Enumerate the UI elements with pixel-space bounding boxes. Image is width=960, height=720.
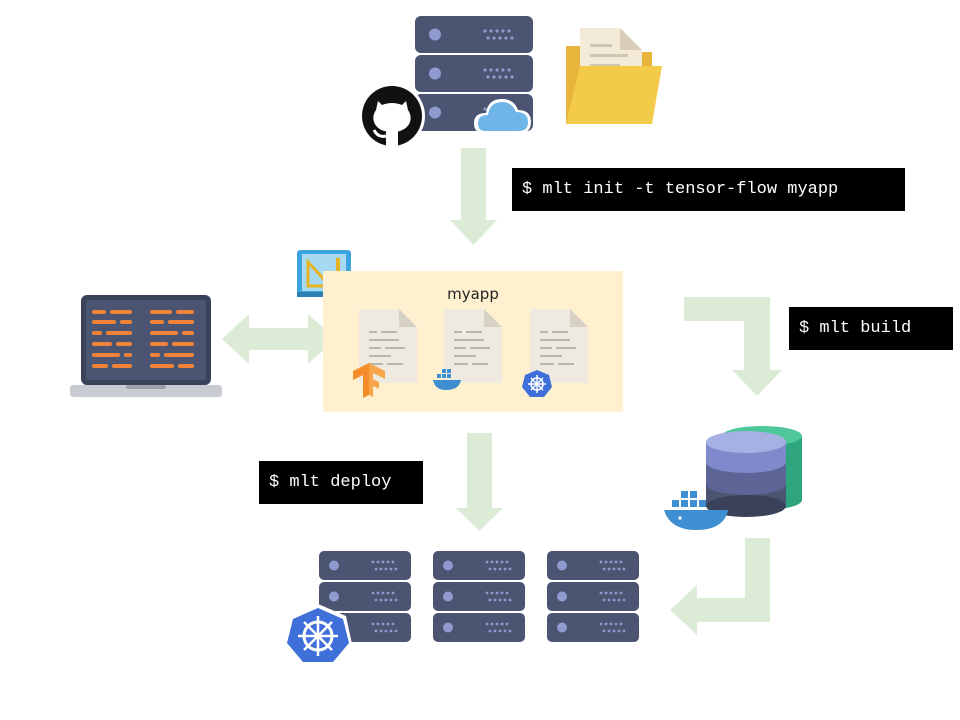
cluster-server-stack-3 <box>547 551 639 642</box>
command-deploy: $ mlt deploy <box>259 461 423 504</box>
arrow-return-elbow <box>670 538 770 635</box>
app-files <box>353 309 588 398</box>
app-title: myapp <box>447 285 499 303</box>
arrow-bidirectional <box>222 314 336 364</box>
docker-icon <box>433 369 461 390</box>
docker-file <box>444 309 502 383</box>
database-icon <box>706 426 802 517</box>
docker-icon <box>664 491 728 530</box>
cloud-icon <box>474 99 531 133</box>
tensorflow-icon <box>353 363 385 398</box>
kubernetes-icon <box>522 370 552 397</box>
github-icon <box>359 83 425 149</box>
app-box: myapp <box>323 271 623 412</box>
folder-icon <box>566 28 662 124</box>
command-build: $ mlt build <box>789 307 953 350</box>
kubernetes-icon <box>284 604 352 666</box>
command-init: $ mlt init -t tensor-flow myapp <box>512 168 905 211</box>
arrow-down-init <box>450 148 497 245</box>
arrow-down-deploy <box>456 433 503 531</box>
laptop-icon <box>70 295 222 397</box>
arrow-build-elbow <box>684 297 782 396</box>
cluster-server-stack-2 <box>433 551 525 642</box>
